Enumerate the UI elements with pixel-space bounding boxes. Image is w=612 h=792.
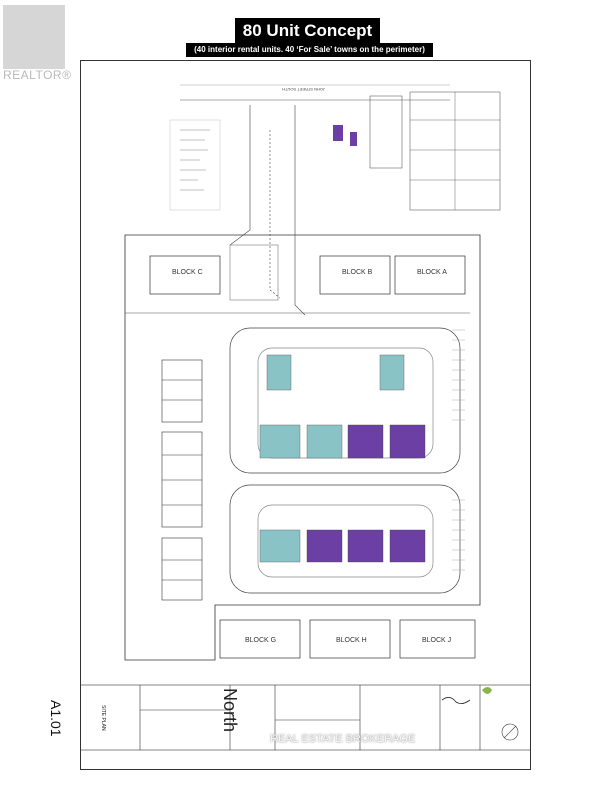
- block-c: BLOCK C: [149, 255, 221, 295]
- svg-text:BLOCK B: BLOCK B: [342, 269, 373, 276]
- signature-mark: [441, 697, 471, 704]
- page-subtitle: (40 interior rental units. 40 ‘For Sale’…: [186, 43, 433, 57]
- site-boundary: [124, 234, 481, 661]
- street-label: JOHN STREET SOUTH: [282, 87, 325, 92]
- block-b: BLOCK B: [319, 255, 391, 295]
- page-title: 80 Unit Concept: [235, 18, 380, 44]
- block-a: BLOCK A: [394, 255, 466, 295]
- interior-units-row1: [266, 354, 405, 391]
- parking-loop: [229, 327, 461, 594]
- block-h: BLOCK H: [309, 619, 391, 659]
- parking-stalls: [452, 329, 465, 571]
- sheet-number: A1.01: [48, 700, 64, 737]
- sheet-name: SITE PLAN: [100, 705, 106, 731]
- realtor-watermark: REALTOR®: [3, 68, 72, 82]
- title-block: [80, 684, 531, 751]
- project-name: North: [220, 688, 240, 733]
- legend-purple-swatch-2: [350, 132, 357, 146]
- site-plan-drawing: JOHN STREET SOUTH BLOCK C BLOCK B: [80, 60, 531, 770]
- realtor-logo-icon: [3, 5, 65, 69]
- north-arrow-line: [503, 725, 517, 739]
- left-blocks: [161, 359, 203, 601]
- svg-text:BLOCK A: BLOCK A: [417, 269, 447, 276]
- entrance-driveway: [229, 105, 306, 316]
- svg-text:BLOCK J: BLOCK J: [422, 637, 451, 644]
- orchard-logo-icon: [482, 687, 492, 694]
- interior-units-row3: [259, 529, 426, 563]
- schedule-tables: [169, 91, 501, 211]
- svg-text:BLOCK C: BLOCK C: [172, 269, 203, 276]
- svg-text:BLOCK G: BLOCK G: [245, 637, 276, 644]
- interior-units-row2: [259, 424, 426, 459]
- block-g: BLOCK G: [219, 619, 301, 659]
- north-arrow-icon: [501, 723, 519, 741]
- brokerage-overlay: REAL ESTATE BROKERAGE: [270, 733, 416, 745]
- legend-purple-swatch: [333, 125, 343, 141]
- svg-text:BLOCK H: BLOCK H: [336, 637, 367, 644]
- sheet-border: [80, 60, 531, 770]
- block-j: BLOCK J: [399, 619, 476, 659]
